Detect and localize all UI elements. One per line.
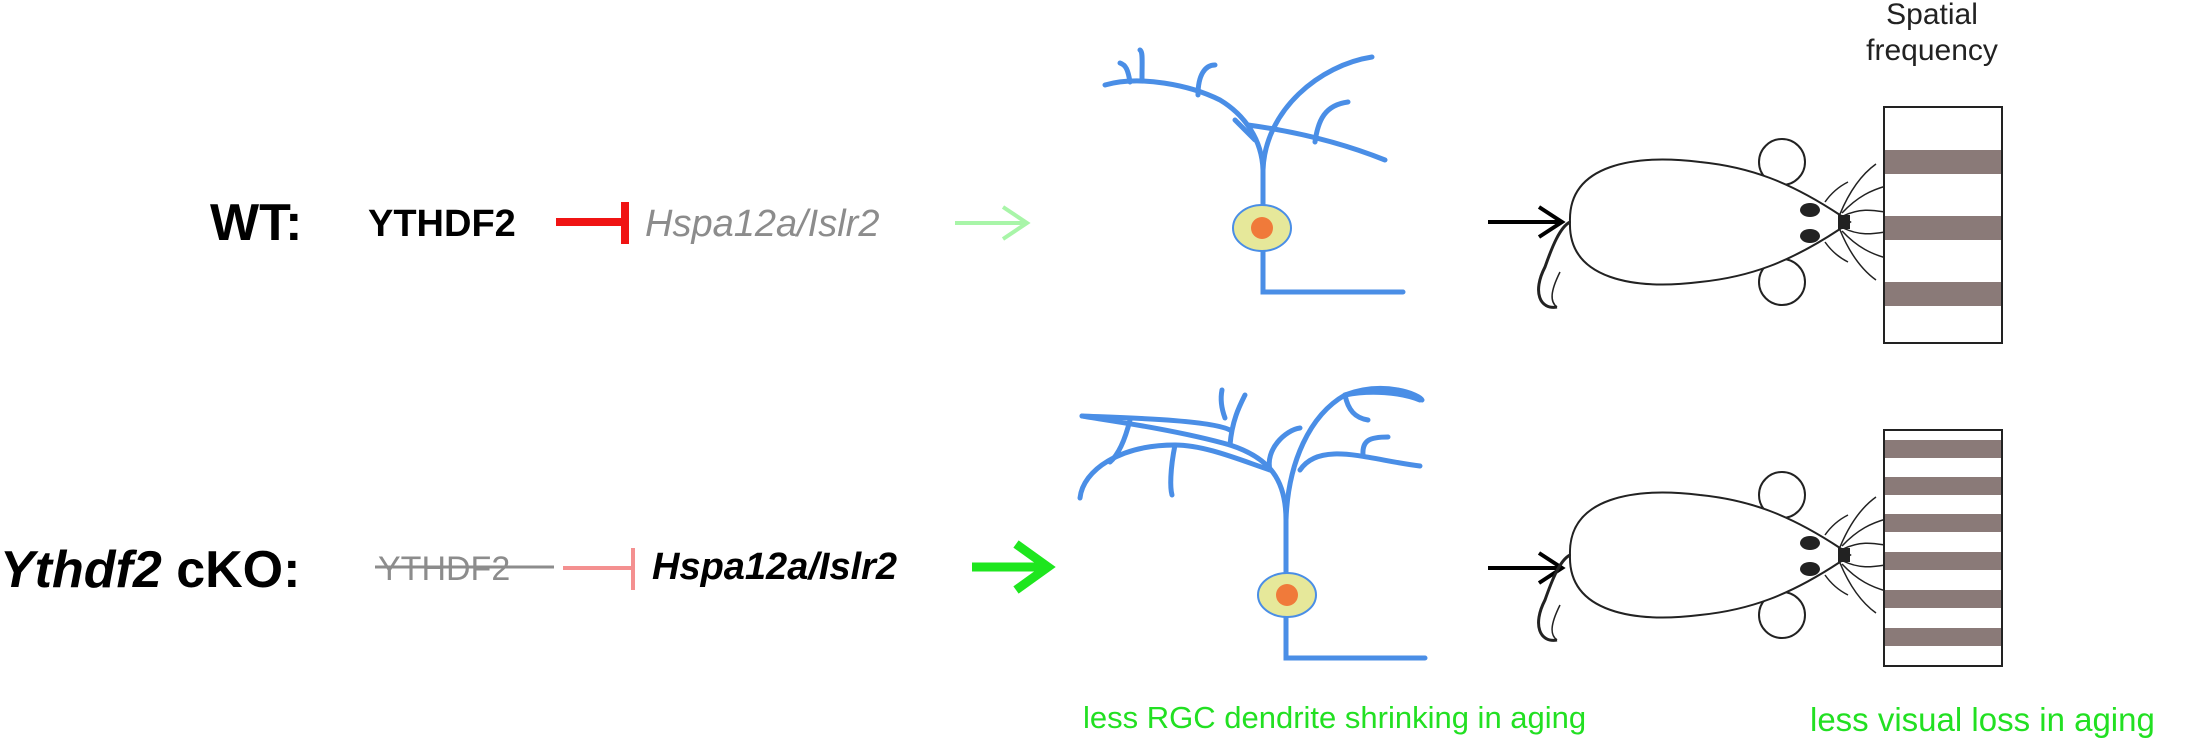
spatial-frequency-title-line1: Spatial — [1886, 0, 1978, 31]
wt-protein-label: YTHDF2 — [368, 203, 516, 245]
weak-expression-arrow-icon — [955, 205, 1031, 241]
cko-grating-high-frequency — [1883, 429, 2003, 667]
spatial-frequency-title-line2: frequency — [1866, 34, 1998, 67]
cko-rgc-dendrite — [1077, 386, 1428, 661]
mouse-top-view-icon — [1537, 137, 1888, 309]
wt-grating-low-frequency — [1883, 106, 2003, 344]
mouse-top-view-icon-cko — [1537, 470, 1888, 642]
inhibition-tbar-icon — [556, 202, 629, 244]
dendrite-caption: less RGC dendrite shrinking in aging — [1083, 700, 1586, 735]
cko-protein-label: YTHDF2 — [378, 550, 510, 588]
cko-label-italic: Ythdf2 — [0, 541, 162, 599]
weak-inhibition-tbar-icon — [563, 548, 635, 590]
strong-expression-arrow-icon — [972, 540, 1056, 594]
cko-row: Ythdf2 cKO: YTHDF2 Hspa12a/Islr2 — [0, 386, 2003, 667]
arrow-right-icon — [1488, 205, 1566, 239]
wt-label: WT: — [210, 194, 302, 252]
visual-caption: less visual loss in aging — [1810, 701, 2155, 738]
cko-rgc-soma — [1257, 572, 1317, 618]
arrow-right-icon-cko — [1488, 551, 1566, 585]
wt-row: WT: YTHDF2 Hspa12a/Islr2 — [210, 47, 2003, 344]
cko-label-rest: cKO: — [162, 541, 301, 599]
cko-target-gene: Hspa12a/Islr2 — [652, 546, 897, 588]
cko-protein-knocked-out: YTHDF2 — [375, 550, 554, 588]
wt-rgc-dendrite — [1102, 47, 1406, 295]
cko-label: Ythdf2 cKO: — [0, 541, 300, 599]
wt-target-gene: Hspa12a/Islr2 — [645, 203, 879, 245]
wt-rgc-soma — [1232, 204, 1292, 252]
